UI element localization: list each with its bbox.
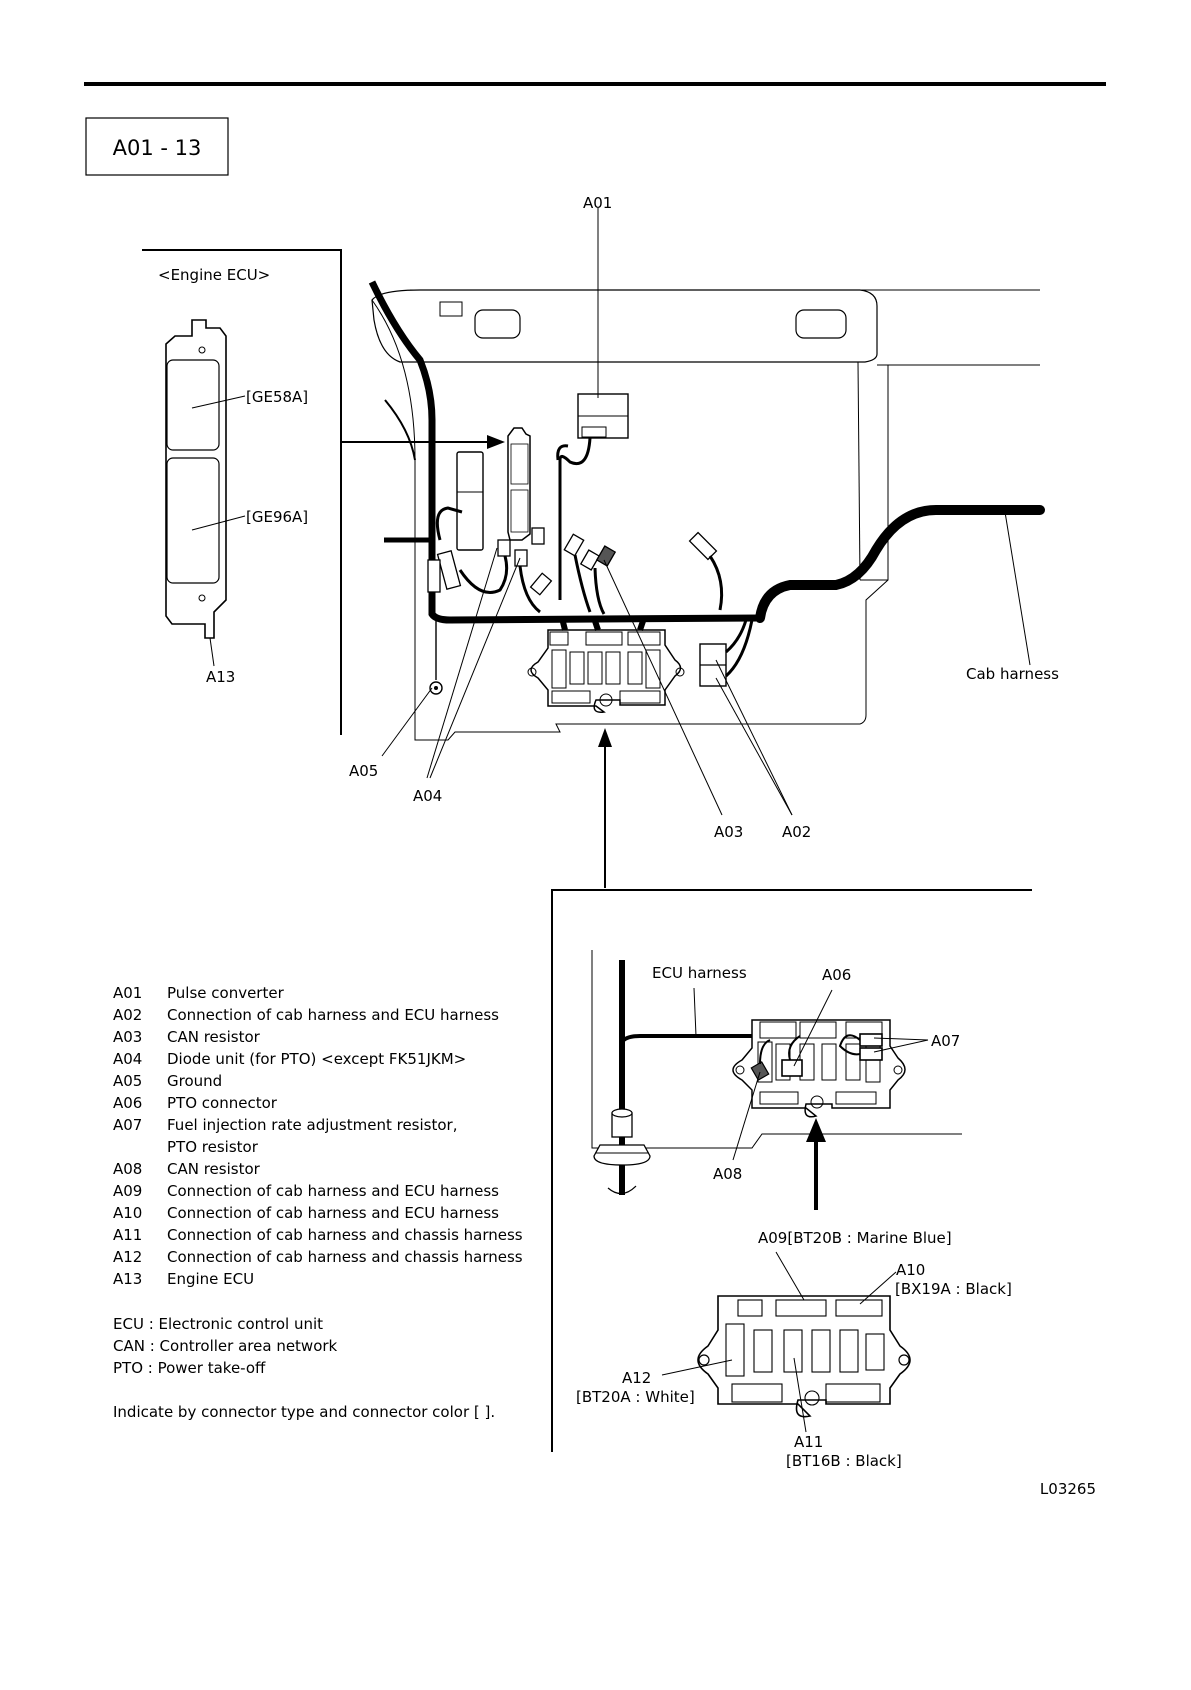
legend-item-code: A09 [113, 1182, 142, 1200]
legend-item-code: A07 [113, 1116, 142, 1134]
engine-ecu-title: <Engine ECU> [158, 266, 270, 284]
a11-code-label: A11 [794, 1433, 823, 1451]
a06-label: A06 [822, 966, 851, 984]
legend-item-desc: Engine ECU [167, 1270, 254, 1288]
legend-item: A10 Connection of cab harness and ECU har… [113, 1204, 499, 1222]
legend-item-desc: Connection of cab harness and ECU harnes… [167, 1006, 499, 1024]
legend-item: A12 Connection of cab harness and chassis… [113, 1248, 523, 1266]
legend-item-desc: Connection of cab harness and chassis ha… [167, 1248, 523, 1266]
legend-item-desc: Ground [167, 1072, 222, 1090]
legend-item: A13 Engine ECU [113, 1270, 254, 1288]
legend-item: A04 Diode unit (for PTO) <except FK51JKM> [113, 1050, 466, 1068]
legend-item-code: A12 [113, 1248, 142, 1266]
ge96a-connector [166, 457, 220, 584]
figure-id: L03265 [1040, 1480, 1096, 1498]
legend-item-desc: PTO resistor [167, 1138, 259, 1156]
a10-type-label: [BX19A : Black] [895, 1280, 1012, 1298]
a03-label: A03 [714, 823, 743, 841]
a11-type-label: [BT16B : Black] [786, 1452, 902, 1470]
a12-type-label: [BT20A : White] [576, 1388, 695, 1406]
a10-code-label: A10 [896, 1261, 925, 1279]
cab-harness-label: Cab harness [966, 665, 1059, 683]
legend-item-desc: CAN resistor [167, 1028, 261, 1046]
code-box-text: A01 - 13 [113, 136, 202, 160]
legend-item: A08 CAN resistor [113, 1160, 261, 1178]
a12-code-label: A12 [622, 1369, 651, 1387]
a01-label: A01 [583, 194, 612, 212]
legend-item-code: A01 [113, 984, 142, 1002]
legend-item-desc: Connection of cab harness and ECU harnes… [167, 1182, 499, 1200]
legend-item-desc: PTO connector [167, 1094, 278, 1112]
legend-item-code: A10 [113, 1204, 142, 1222]
legend-item-desc: Connection of cab harness and ECU harnes… [167, 1204, 499, 1222]
legend-item: A05 Ground [113, 1072, 222, 1090]
ge96a-label: [GE96A] [246, 508, 308, 526]
a05-label: A05 [349, 762, 378, 780]
legend-item-code: A04 [113, 1050, 142, 1068]
legend-item-code: A08 [113, 1160, 142, 1178]
a08-label: A08 [713, 1165, 742, 1183]
legend-item-desc: Connection of cab harness and chassis ha… [167, 1226, 523, 1244]
engine-ecu-inset: <Engine ECU> [GE58A] [GE96A] A13 [142, 249, 505, 735]
legend-item: A11 Connection of cab harness and chassis… [113, 1226, 523, 1244]
abbr-can: CAN : Controller area network [113, 1337, 338, 1355]
a09-label: A09[BT20B : Marine Blue] [758, 1229, 952, 1247]
legend-note: Indicate by connector type and connector… [113, 1403, 495, 1421]
a04-label: A04 [413, 787, 442, 805]
legend-item: A03 CAN resistor [113, 1028, 261, 1046]
legend-item-desc: Fuel injection rate adjustment resistor, [167, 1116, 457, 1134]
legend-item: A01 Pulse converter [113, 984, 285, 1002]
legend-item-desc: CAN resistor [167, 1160, 261, 1178]
legend-item-desc: Pulse converter [167, 984, 285, 1002]
main-vehicle-view: A01 Cab harness A05 A04 A03 A02 [349, 194, 1059, 888]
legend-item-desc: Diode unit (for PTO) <except FK51JKM> [167, 1050, 466, 1068]
legend-item: PTO resistor [167, 1138, 259, 1156]
detail-inset: ECU harness A06 A07 A08 [551, 889, 1032, 1470]
legend-item-code: A03 [113, 1028, 142, 1046]
legend-item-code: A13 [113, 1270, 142, 1288]
legend-item: A02 Connection of cab harness and ECU har… [113, 1006, 499, 1024]
code-box [85, 117, 229, 176]
legend-item: A06 PTO connector [113, 1094, 278, 1112]
legend-item-code: A11 [113, 1226, 142, 1244]
ge58a-label: [GE58A] [246, 388, 308, 406]
abbr-pto: PTO : Power take-off [113, 1359, 266, 1377]
legend-item-code: A05 [113, 1072, 142, 1090]
ge58a-connector [166, 359, 220, 451]
legend-item: A09 Connection of cab harness and ECU har… [113, 1182, 499, 1200]
ecu-harness-label: ECU harness [652, 964, 747, 982]
a02-label: A02 [782, 823, 811, 841]
legend-item-code: A06 [113, 1094, 142, 1112]
a07-label: A07 [931, 1032, 960, 1050]
legend-item: A07 Fuel injection rate adjustment resist… [113, 1116, 457, 1134]
abbr-ecu: ECU : Electronic control unit [113, 1315, 323, 1333]
a13-label: A13 [206, 668, 235, 686]
legend-item-code: A02 [113, 1006, 142, 1024]
